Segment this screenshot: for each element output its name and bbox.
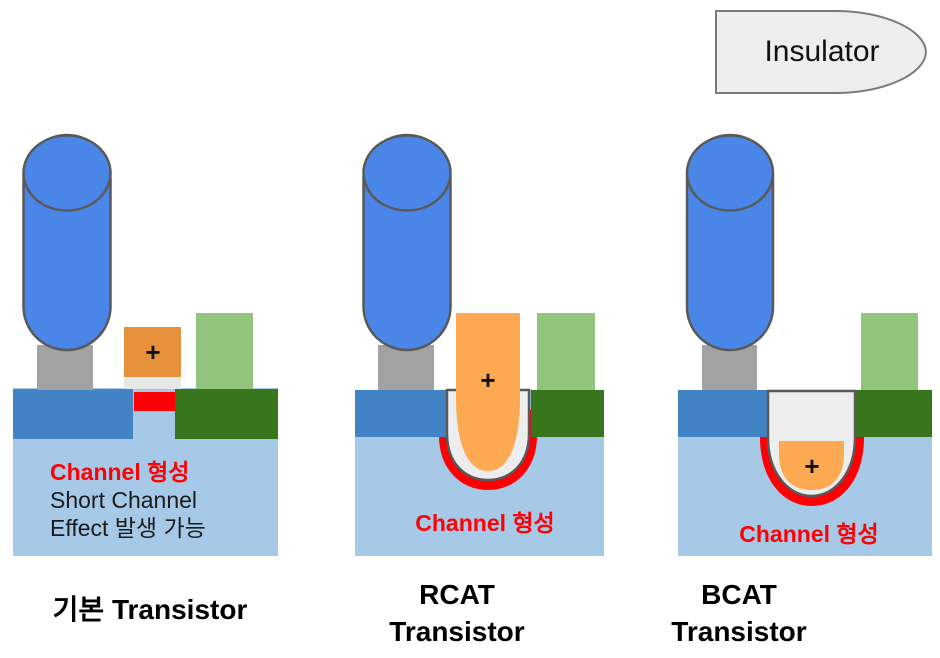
source-region xyxy=(355,390,447,437)
rcat-channel-label: Channel 형성 xyxy=(415,510,555,536)
rcat-title-line1: RCAT xyxy=(419,579,495,610)
gate-electrode xyxy=(124,327,181,377)
recessed-gate-electrode xyxy=(456,313,520,471)
bitline-contact xyxy=(861,313,918,390)
buried-gate-electrode xyxy=(779,441,844,490)
bcat-title-line1: BCAT xyxy=(701,579,777,610)
basic-transistor-diagram xyxy=(13,133,278,556)
contact-plug xyxy=(378,345,434,390)
bitline-contact xyxy=(196,313,253,389)
rcat-transistor-diagram xyxy=(355,133,604,556)
drain-region xyxy=(175,389,278,439)
insulator-legend-label: Insulator xyxy=(764,35,880,68)
channel-region xyxy=(134,392,175,411)
bcat-transistor-diagram xyxy=(678,133,932,556)
contact-plug xyxy=(702,345,757,390)
source-region xyxy=(13,389,133,439)
rcat-transistor-title: RCAT Transistor xyxy=(389,576,524,650)
source-region xyxy=(678,390,768,437)
bitline-contact xyxy=(537,313,595,390)
basic-annotation: Channel 형성 Short Channel Effect 발생 가능 xyxy=(50,458,206,542)
basic-gate-plus-sign: + xyxy=(145,337,161,367)
basic-note-line3: Effect 발생 가능 xyxy=(50,515,206,541)
bcat-gate-plus-sign: + xyxy=(804,451,820,481)
insulator-legend-shape xyxy=(715,10,928,94)
basic-transistor-title: 기본 Transistor xyxy=(52,594,248,625)
cylinder-top-face xyxy=(362,134,452,212)
cylinder-top-face xyxy=(685,134,775,212)
drain-region xyxy=(855,390,932,437)
gate-oxide xyxy=(124,377,181,389)
bcat-channel-label: Channel 형성 xyxy=(739,521,879,547)
rcat-gate-plus-sign: + xyxy=(480,365,496,395)
bcat-transistor-title: BCAT Transistor xyxy=(671,576,806,650)
basic-channel-label: Channel 형성 xyxy=(50,459,190,485)
contact-plug xyxy=(37,345,93,390)
basic-note-line2: Short Channel xyxy=(50,487,198,513)
rcat-title-line2: Transistor xyxy=(389,616,525,647)
bcat-title-line2: Transistor xyxy=(671,616,807,647)
cylinder-top-face xyxy=(22,134,112,212)
drain-region xyxy=(531,390,604,437)
